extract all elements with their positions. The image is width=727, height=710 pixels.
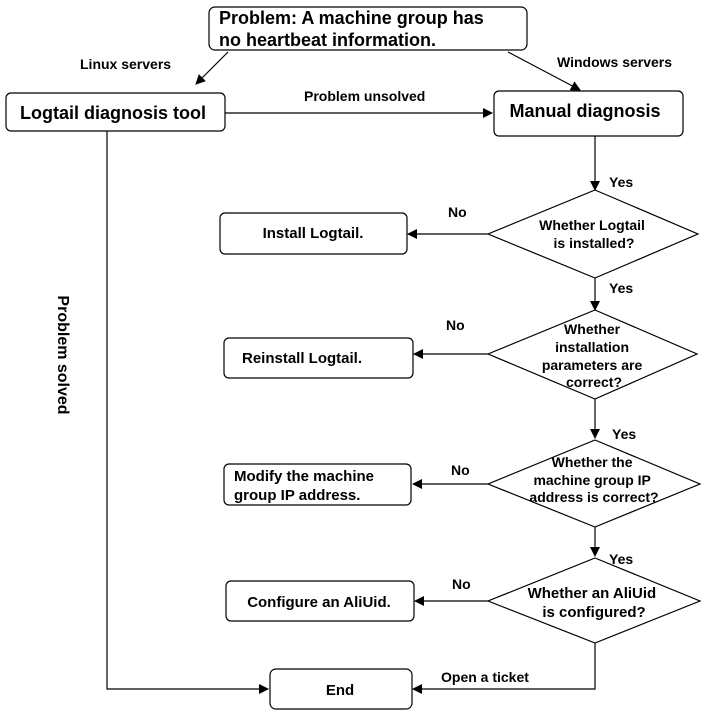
edge-problem-to-logtail <box>195 51 229 85</box>
no-label-3: No <box>451 462 470 478</box>
edge-logtail-to-end <box>106 131 269 694</box>
decision-1-line-1: Whether Logtail <box>539 217 645 233</box>
end-label: End <box>326 682 354 699</box>
decision-installation-parameters <box>486 309 699 400</box>
decision-3-line-2: machine group IP <box>533 472 650 488</box>
problem-unsolved-label: Problem unsolved <box>304 88 425 104</box>
decision-2-line-4: correct? <box>566 374 622 390</box>
decision-2-line-3: parameters are <box>542 357 643 373</box>
open-ticket-label: Open a ticket <box>441 669 529 685</box>
decision-logtail-installed-text: Whether Logtail is installed? <box>539 217 649 251</box>
logtail-tool-box <box>5 92 226 132</box>
modify-ip-text: Modify the machine group IP address. <box>234 468 378 504</box>
no-label-1: No <box>448 204 467 220</box>
reinstall-logtail-box <box>223 337 414 379</box>
decision-4-line-1: Whether an AliUid <box>528 585 657 602</box>
problem-box <box>208 6 528 51</box>
problem-text: Problem: A machine group has no heartbea… <box>219 8 489 50</box>
linux-servers-label: Linux servers <box>80 56 171 72</box>
no-label-2: No <box>446 317 465 333</box>
manual-diagnosis-label: Manual diagnosis <box>509 101 660 121</box>
edge-problem-to-manual <box>507 51 581 91</box>
manual-diagnosis-box <box>493 90 684 137</box>
decision-2-line-1: Whether <box>564 321 621 337</box>
decision-1-line-2: is installed? <box>554 235 635 251</box>
modify-ip-box <box>223 463 412 506</box>
problem-line-1: Problem: A machine group has <box>219 8 484 28</box>
yes-label-4: Yes <box>609 551 633 567</box>
decision-installation-parameters-text: Whether installation parameters are corr… <box>542 321 646 390</box>
modify-ip-line-2: group IP address. <box>234 487 360 504</box>
decision-4-line-2: is configured? <box>542 604 645 621</box>
reinstall-logtail-label: Reinstall Logtail. <box>242 350 362 367</box>
decision-logtail-installed <box>486 189 700 279</box>
decision-aliuid-configured <box>486 557 702 644</box>
yes-label-3: Yes <box>612 426 636 442</box>
problem-solved-label: Problem solved <box>54 295 71 414</box>
modify-ip-line-1: Modify the machine <box>234 468 374 485</box>
decision-aliuid-configured-text: Whether an AliUid is configured? <box>528 585 661 621</box>
end-box <box>269 668 413 710</box>
decision-2-line-2: installation <box>555 339 629 355</box>
configure-aliuid-label: Configure an AliUid. <box>247 594 391 611</box>
install-logtail-box <box>219 212 408 255</box>
problem-line-2: no heartbeat information. <box>219 30 436 50</box>
windows-servers-label: Windows servers <box>557 54 672 70</box>
decision-3-line-3: address is correct? <box>529 489 658 505</box>
configure-aliuid-box <box>225 580 415 622</box>
edge-q4-to-end <box>412 643 596 694</box>
install-logtail-label: Install Logtail. <box>263 225 364 242</box>
decision-machine-group-ip-text: Whether the machine group IP address is … <box>529 454 658 505</box>
decision-3-line-1: Whether the <box>552 454 633 470</box>
yes-label-2: Yes <box>609 280 633 296</box>
yes-label-1: Yes <box>609 174 633 190</box>
no-label-4: No <box>452 576 471 592</box>
decision-machine-group-ip <box>486 439 702 528</box>
logtail-tool-label: Logtail diagnosis tool <box>20 103 206 123</box>
